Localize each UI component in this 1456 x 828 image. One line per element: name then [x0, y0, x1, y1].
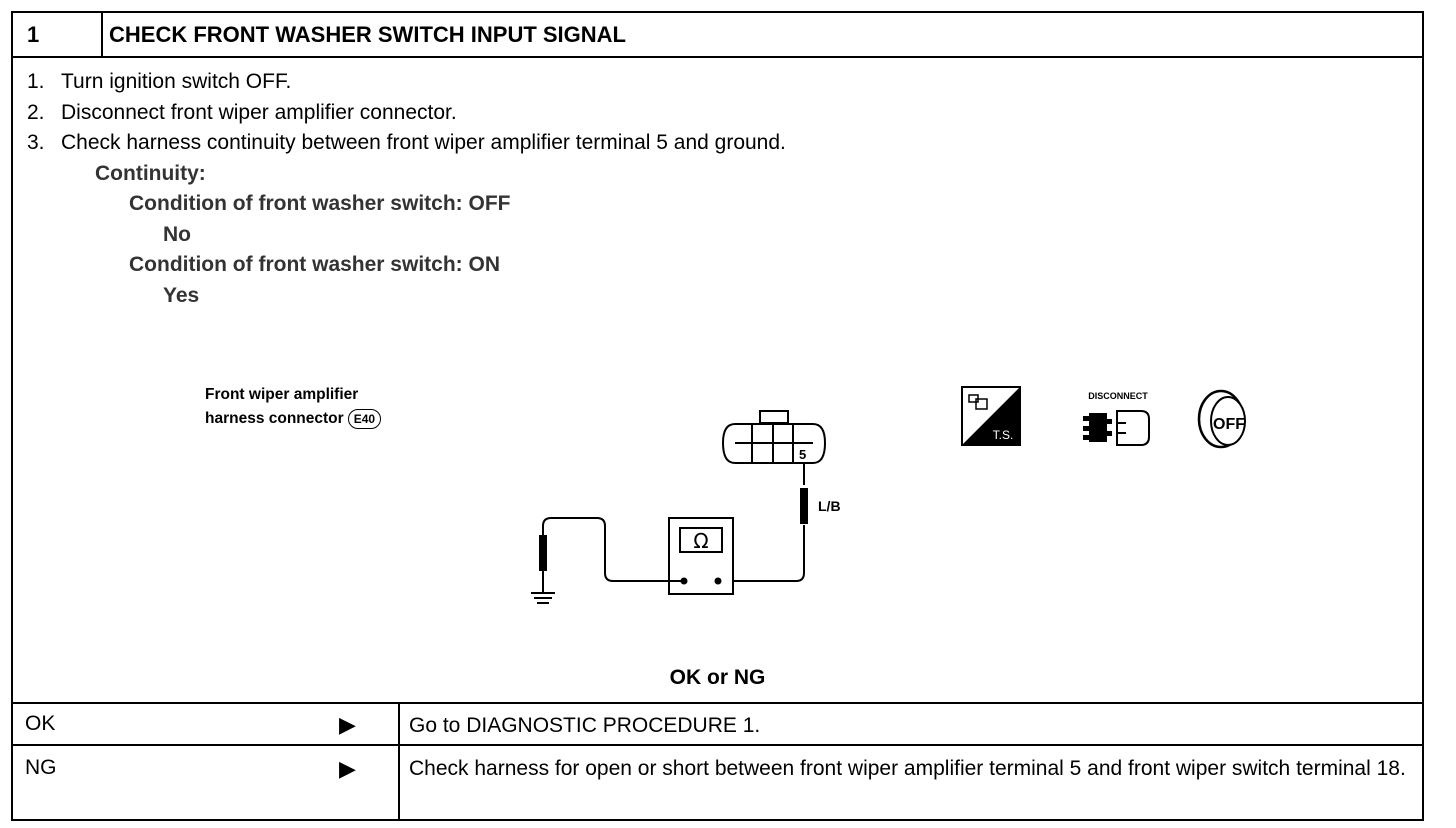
- step-header: 1 CHECK FRONT WASHER SWITCH INPUT SIGNAL: [13, 13, 1422, 58]
- step-title: CHECK FRONT WASHER SWITCH INPUT SIGNAL: [109, 22, 626, 47]
- result-label: OK: [25, 712, 56, 735]
- probe-wire-left: [531, 517, 684, 604]
- continuity-diagram: 5 L/B Ω T.S.: [531, 386, 1246, 604]
- arrow-right-icon: ▶: [339, 756, 356, 781]
- continuity-heading: Continuity:: [95, 161, 206, 185]
- off-label: OFF: [1213, 416, 1245, 433]
- probe-left: [539, 535, 547, 571]
- probe-wire-right: [719, 463, 805, 582]
- condition-off-value: No: [163, 222, 191, 246]
- instruction-item: 1.Turn ignition switch OFF.: [27, 70, 292, 93]
- instruction-list: 1.Turn ignition switch OFF. 2.Disconnect…: [27, 67, 786, 311]
- ignition-off-key-icon: OFF: [1197, 389, 1246, 449]
- probe-right: [800, 488, 808, 524]
- condition-on: Condition of front washer switch: ON: [129, 253, 500, 276]
- result-row-ng: NG ▶ Check harness for open or short bet…: [13, 744, 1422, 821]
- procedure-frame: 1 CHECK FRONT WASHER SWITCH INPUT SIGNAL…: [11, 11, 1424, 821]
- result-label: NG: [25, 756, 57, 779]
- disconnect-connector-icon: DISCONNECT: [1083, 391, 1150, 446]
- wire-color-label: L/B: [818, 498, 841, 514]
- instruction-item: 3.Check harness continuity between front…: [27, 131, 786, 154]
- ts-label: T.S.: [993, 428, 1014, 442]
- step-number: 1: [13, 13, 103, 56]
- result-row-ok: OK ▶ Go to DIAGNOSTIC PROCEDURE 1.: [13, 702, 1422, 744]
- disconnect-label: DISCONNECT: [1088, 391, 1148, 401]
- result-action: Check harness for open or short between …: [409, 757, 1406, 780]
- condition-on-value: Yes: [163, 283, 200, 307]
- row-divider: [398, 704, 400, 744]
- tester-ts-icon: T.S.: [961, 386, 1021, 446]
- row-divider: [398, 746, 400, 821]
- condition-off: Condition of front washer switch: OFF: [129, 192, 511, 215]
- arrow-right-icon: ▶: [339, 712, 356, 737]
- instruction-item: 2.Disconnect front wiper amplifier conne…: [27, 100, 457, 124]
- connector-label-line1: Front wiper amplifier: [205, 386, 359, 403]
- ok-ng-heading: OK or NG: [669, 666, 766, 689]
- result-action: Go to DIAGNOSTIC PROCEDURE 1.: [409, 714, 761, 737]
- ohmmeter-icon: Ω: [668, 517, 734, 595]
- terminal-number: 5: [799, 447, 806, 462]
- meter-symbol: Ω: [693, 529, 708, 553]
- connector-icon: [721, 410, 827, 464]
- connector-id-badge: E40: [347, 408, 382, 429]
